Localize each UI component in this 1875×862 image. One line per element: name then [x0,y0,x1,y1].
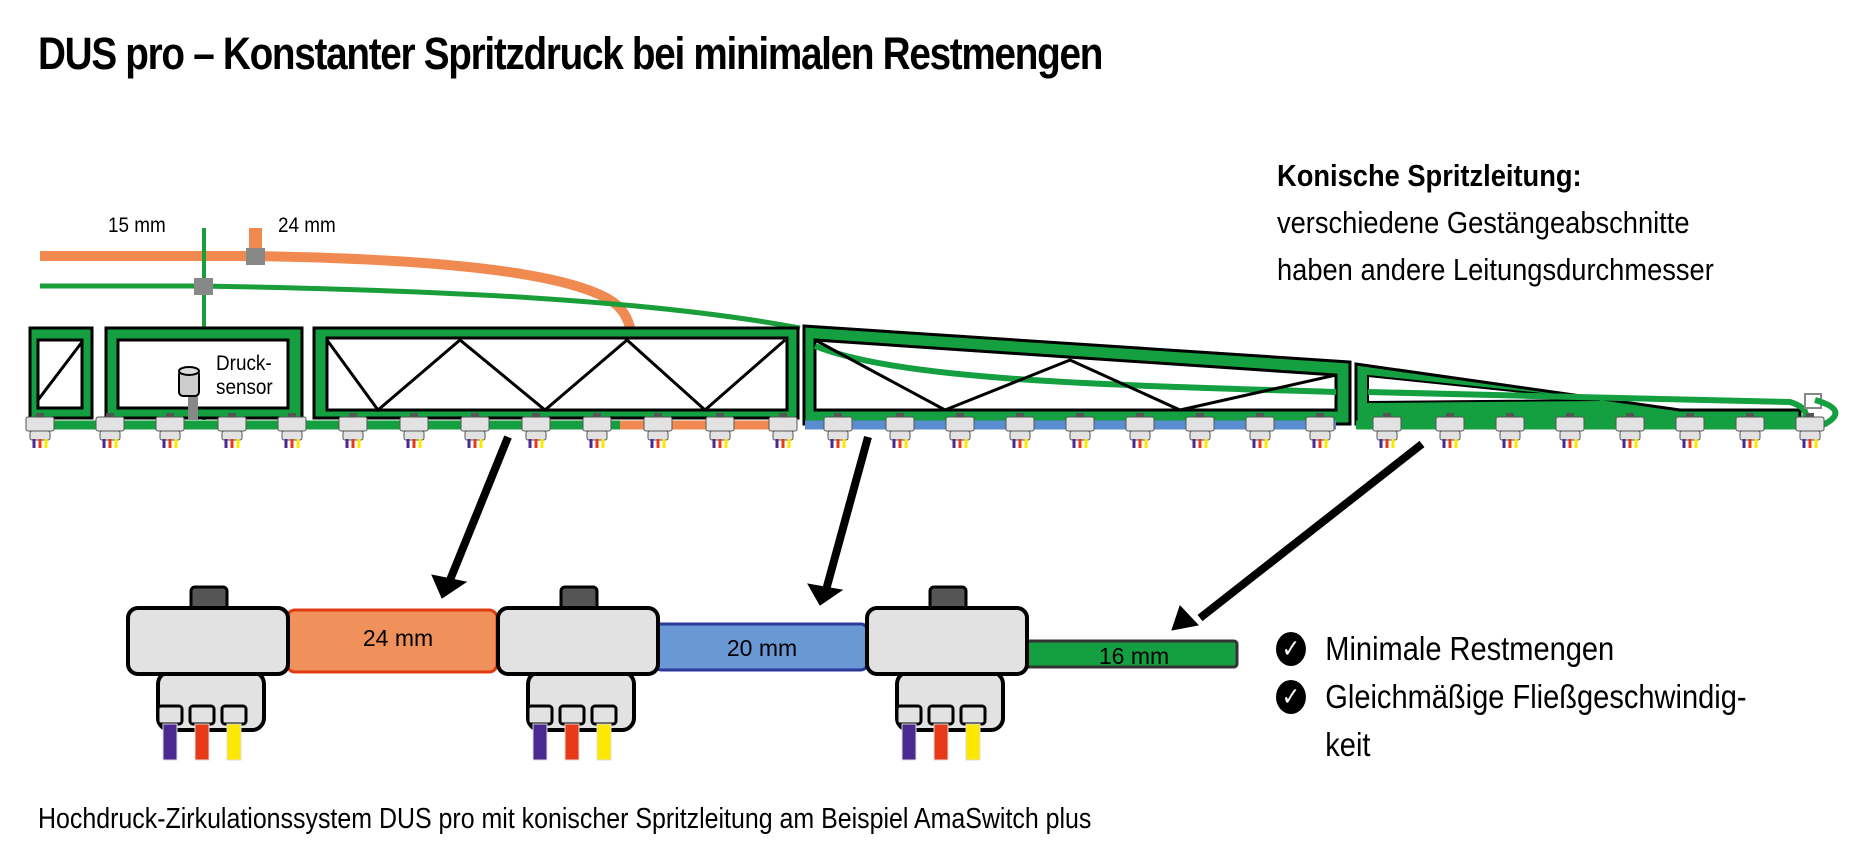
check-circle-icon: ✓ [1276,680,1306,714]
boom-section-2 [104,326,304,420]
info-line: verschiedene Gestängeabschnitte [1277,205,1690,240]
supply-line-label-24: 24 mm [278,214,336,237]
boom-section-3 [312,326,800,420]
benefit-text-continued: keit [1325,726,1371,763]
nozzle-icon [1245,413,1275,448]
nozzle-icon [1125,413,1155,448]
pressure-sensor-icon [178,366,200,420]
detail-illustration [126,585,1239,761]
nozzle-row [25,413,1825,448]
benefit-list: ✓ Minimale Restmengen ✓ Gleichmäßige Fli… [1276,625,1747,769]
info-block: Konische Spritzleitung: verschiedene Ges… [1277,152,1714,293]
nozzle-icon [823,413,853,448]
boom-section-1 [28,326,94,420]
info-heading: Konische Spritzleitung: [1277,158,1582,193]
nozzle-icon [1372,413,1402,448]
nozzle-icon [95,413,125,448]
orange-riser [249,228,262,252]
coupling-green [194,278,213,295]
supply-line-orange [40,251,639,413]
nozzle-icon [705,413,735,448]
coupling-orange [246,248,265,265]
nozzle-icon [1495,413,1525,448]
benefit-text: Gleichmäßige Fließgeschwindig- [1325,678,1747,715]
arrow-icon [431,435,512,599]
nozzle-icon [217,413,247,448]
arrow-icon [807,435,872,606]
boom-section-4 [802,324,1352,426]
nozzle-icon [338,413,368,448]
nozzle-icon [521,413,551,448]
nozzle-icon [1305,413,1335,448]
benefit-item: ✓ Minimale Restmengen [1276,625,1747,673]
caption: Hochdruck-Zirkulationssystem DUS pro mit… [38,803,1092,835]
benefit-text: Minimale Restmengen [1325,630,1615,667]
benefit-item: ✓ Gleichmäßige Fließgeschwindig- [1276,673,1747,721]
nozzle-icon [399,413,429,448]
pressure-sensor-label: Druck- sensor [216,352,273,400]
nozzle-icon [1185,413,1215,448]
nozzle-icon [25,413,55,448]
check-circle-icon: ✓ [1276,632,1306,666]
nozzle-icon [1005,413,1035,448]
supply-line-label-15: 15 mm [108,214,166,237]
page-title: DUS pro – Konstanter Spritzdruck bei min… [38,28,1103,79]
nozzle-icon [582,413,612,448]
sensor-label-line1: Druck- [216,352,272,375]
nozzle-icon [885,413,915,448]
pipe-label-24: 24 mm [363,625,433,651]
nozzle-icon [643,413,673,448]
nozzle-body-icon [126,585,290,761]
nozzle-icon [945,413,975,448]
supply-line-green [40,283,801,331]
nozzle-icon [460,413,490,448]
nozzle-icon [1795,413,1825,448]
boom-section-5 [1354,362,1839,427]
nozzle-icon [1735,413,1765,448]
nozzle-icon [768,413,798,448]
nozzle-icon [1065,413,1095,448]
sensor-label-line2: sensor [216,376,273,399]
pipe-label-16: 16 mm [1099,643,1169,669]
nozzle-icon [1675,413,1705,448]
nozzle-body-icon [496,585,660,761]
pipe-label-20: 20 mm [727,635,797,661]
nozzle-icon [277,413,307,448]
nozzle-icon [1615,413,1645,448]
info-line: haben andere Leitungsdurchmesser [1277,252,1714,287]
arrow-icon [1171,440,1425,631]
nozzle-icon [155,413,185,448]
nozzle-icon [1555,413,1585,448]
nozzle-body-icon [865,585,1029,761]
nozzle-icon [1435,413,1465,448]
